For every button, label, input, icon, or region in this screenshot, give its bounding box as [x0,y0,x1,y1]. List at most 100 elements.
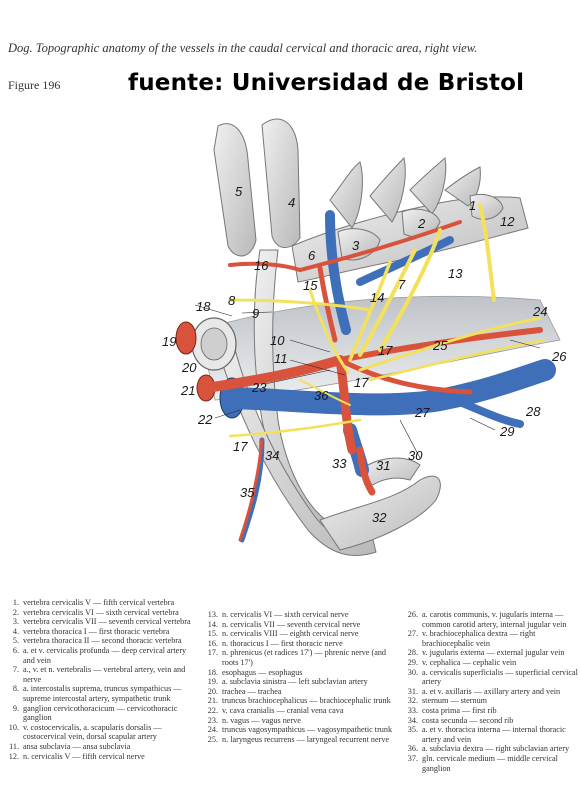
label-11: 11 [274,351,288,366]
legend-item-number: 14. [207,619,218,629]
label-1: 1 [469,198,476,213]
figure-label: Figure 196 [8,78,61,92]
label-14: 14 [370,290,384,305]
label-5: 5 [235,184,243,199]
legend-item-number: 37. [407,753,418,763]
label-4: 4 [288,195,295,210]
veins [221,210,556,543]
label-32: 32 [372,510,387,525]
trachea-esophagus [191,317,237,371]
legend-item-text: ansa subclavia — ansa subclavia [23,741,131,751]
label-30: 30 [408,448,423,463]
legend-item-text: a. subclavia sinistra — left subclavian … [222,677,368,687]
legend-item-number: 21. [207,696,218,706]
legend-item: 13.n. cervicalis VI — sixth cervical ner… [205,610,397,620]
legend-item-text: a., v. et n. vertebralis — vertebral art… [23,665,186,684]
legend-item-number: 34. [407,715,418,725]
legend-item-text: n. thoracicus I — first thoracic nerve [222,638,343,648]
sternum [319,475,441,551]
legend-item: 28. v. jugularis externa — external jugul… [405,648,581,658]
legend-item: 4.vertebra thoracica I — first thoracic … [6,627,196,637]
legend-item-text: v. jugularis externa — external jugular … [422,648,565,658]
legend-item: 16. n. thoracicus I — first thoracic nerv… [205,639,397,649]
legend-item: 11. ansa subclavia — ansa subclavia [6,742,196,752]
legend-item: 26.a. carotis communis, v. jugularis int… [405,610,581,629]
label-8: 8 [228,293,236,308]
legend-item-number: 20. [207,686,218,696]
legend-item-text: n. cervicalis V — fifth cervical nerve [23,751,145,761]
legend-item-number: 28. [407,648,418,658]
label-3: 3 [352,238,360,253]
legend-item-text: vertebra thoracica II — second thoracic … [23,636,182,646]
legend-item-text: vertebra cervicalis VI — sixth cervical … [23,607,179,617]
legend-item-number: 2. [12,607,19,617]
leader-lines [194,304,541,459]
legend-item: 22. v. cava cranialis — cranial vena cava [205,706,397,716]
label-17-c: 17 [233,439,248,454]
label-36: 36 [314,388,329,403]
legend-item-number: 7. [12,665,19,675]
legend-item-number: 13. [207,610,218,619]
legend-item-text: n. cervicalis VIII — eighth cervical ner… [222,629,359,639]
legend-item-text: v. costocervicalis, a. scapularis dorsal… [23,722,162,742]
legend-item-number: 31. [407,686,418,696]
legend-item-number: 3. [12,617,19,627]
legend-item: 34. costa secunda — second rib [405,716,581,726]
legend-item-number: 22. [207,705,218,715]
source-watermark: fuente: Universidad de Bristol [128,70,525,96]
legend-item: 2. vertebra cervicalis VI — sixth cervica… [6,608,196,618]
legend-item-text: v. cephalica — cephalic vein [422,657,517,667]
label-17-a: 17 [378,343,393,358]
left-subclavian-artery-cut [175,321,197,355]
legend-item: 21.truncus brachiocephalicus — brachioce… [205,696,397,706]
label-26: 26 [551,349,567,364]
label-17-b: 17 [354,375,369,390]
legend-item-number: 17. [207,648,218,658]
legend-item-number: 6. [12,645,19,655]
legend-item-number: 32. [407,696,418,706]
label-9: 9 [252,306,259,321]
legend-item-text: n. vagus — vagus nerve [222,715,301,725]
legend-item-text: v. cava cranialis — cranial vena cava [222,705,344,715]
legend-item: 12.n. cervicalis V — fifth cervical nerv… [6,752,196,762]
legend-item-number: 8. [12,684,19,694]
legend-item-text: a. et v. cervicalis profunda — deep cerv… [23,645,187,665]
label-24: 24 [532,304,547,319]
label-numbers: 1 2 3 4 5 6 7 8 9 10 11 12 13 14 15 16 1… [162,184,567,525]
label-22: 22 [197,412,213,427]
label-28: 28 [525,404,541,419]
label-27: 27 [414,405,430,420]
legend-item-text: a. intercostalis suprema, truncus sympat… [23,684,182,703]
label-18: 18 [196,299,211,314]
legend-item-text: truncus vagosympathicus — vagosympatheti… [222,725,393,735]
legend-item: 31.a. et v. axillaris — axillary artery … [405,687,581,697]
label-35: 35 [240,485,255,500]
legend-item-number: 16. [207,638,218,648]
legend-item: 1. vertebra cervicalis V — fifth cervical… [6,598,196,608]
legend-item-number: 35. [407,725,418,735]
legend-item: 19.a. subclavia sinistra — left subclavi… [205,677,397,687]
legend-item-text: vertebra cervicalis V — fifth cervical v… [23,598,175,607]
legend-item-text: vertebra cervicalis VII — seventh cervic… [23,617,191,627]
label-31: 31 [376,458,390,473]
legend-item-number: 10. [8,722,19,732]
legend-item-number: 18. [207,667,218,677]
legend-item: 8. a. intercostalis suprema, truncus symp… [6,684,196,703]
legend-item: 33.costa prima — first rib [405,706,581,716]
legend-item-text: costa secunda — second rib [422,715,514,725]
legend-item-text: a. subclavia dextra — right subclavian a… [422,744,570,754]
legend-item-text: v. brachiocephalica dextra — right brach… [422,629,536,648]
legend-item-number: 25. [207,734,218,744]
legend-item-text: trachea — trachea [222,686,282,696]
legend-item-text: a. et v. thoracica interna — internal th… [422,725,566,744]
legend-item-number: 11. [9,741,19,751]
legend-item-number: 30. [407,667,418,677]
legend-item: 25.n. laryngeus recurrens — laryngeal re… [205,735,397,745]
label-34: 34 [265,448,279,463]
legend-item: 9.ganglion cervicothoracicum — cervicoth… [6,704,196,723]
label-7: 7 [398,277,406,292]
legend-item: 23.n. vagus — vagus nerve [205,716,397,726]
legend-column-3: 26.a. carotis communis, v. jugularis int… [405,610,581,773]
legend-item-text: sternum — sternum [422,696,488,706]
legend-item-number: 1. [12,598,19,607]
